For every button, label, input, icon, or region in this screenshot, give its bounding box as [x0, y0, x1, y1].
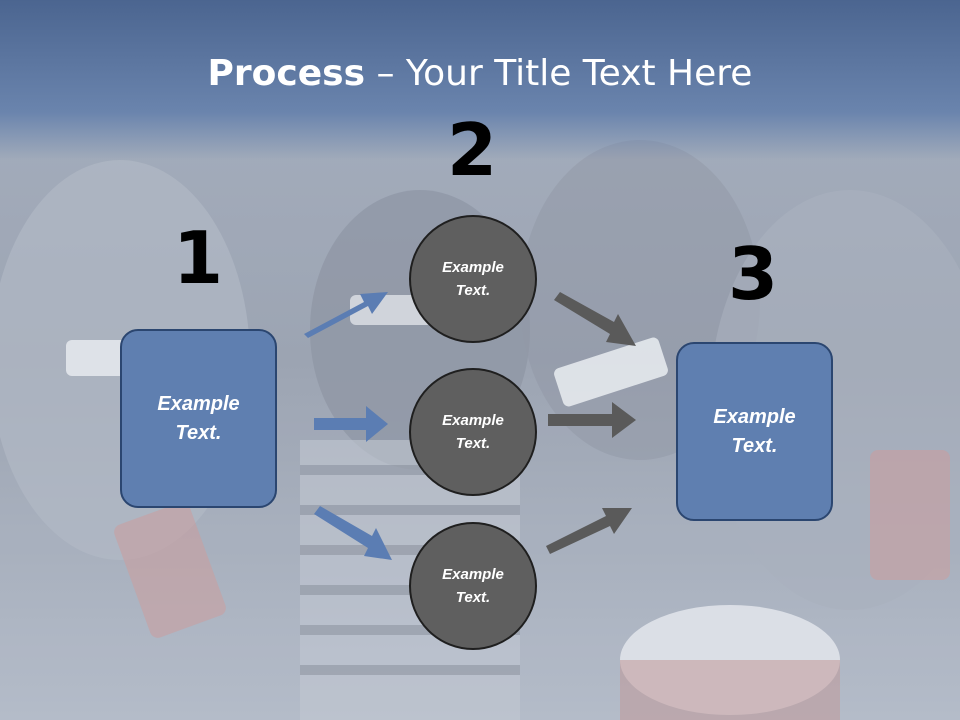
- title-bold: Process: [207, 53, 366, 94]
- arrow-from-circle-1: [554, 292, 636, 346]
- arrow-from-circle-2: [548, 402, 636, 438]
- arrow-to-circle-2: [314, 406, 388, 442]
- right-box: Example Text.: [676, 342, 833, 521]
- circle-3-text: Example Text.: [442, 566, 504, 606]
- circle-1-text: Example Text.: [442, 259, 504, 299]
- header-band: [0, 0, 960, 160]
- circle-2-text: Example Text.: [442, 412, 504, 452]
- left-box: Example Text.: [120, 329, 277, 508]
- right-box-text: Example Text.: [713, 405, 796, 457]
- left-box-text: Example Text.: [157, 392, 240, 444]
- title-rest: – Your Title Text Here: [365, 53, 753, 94]
- step-number-2: 2: [446, 108, 498, 192]
- step-number-1: 1: [172, 216, 224, 300]
- circle-3: Example Text.: [409, 522, 537, 650]
- slide-title: Process – Your Title Text Here: [0, 52, 960, 96]
- step-number-3: 3: [727, 232, 779, 316]
- circle-2: Example Text.: [409, 368, 537, 496]
- arrow-to-circle-1: [304, 292, 388, 338]
- arrow-from-circle-3: [546, 508, 632, 554]
- circle-1: Example Text.: [409, 215, 537, 343]
- arrow-to-circle-3: [314, 506, 392, 560]
